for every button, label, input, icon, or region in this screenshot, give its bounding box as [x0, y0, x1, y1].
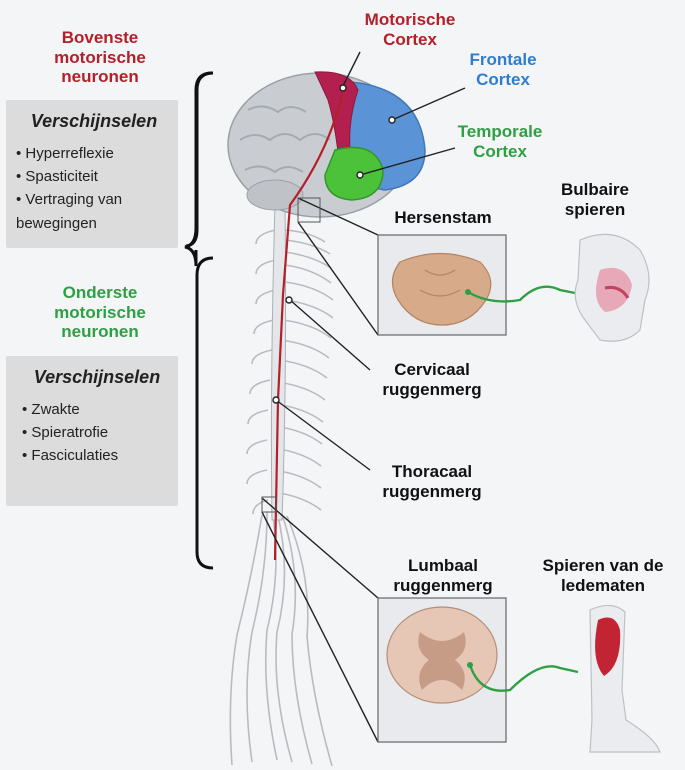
upper-bracket-full — [186, 73, 213, 246]
lower-symptom-item: Spieratrofie — [22, 421, 172, 444]
upper-symptoms-panel: Verschijnselen Hyperreflexie Spasticitei… — [6, 100, 178, 248]
cervical-label: Cervicaal ruggenmerg — [362, 360, 502, 399]
upper-symptom-item: Hyperreflexie — [16, 142, 172, 165]
upper-symptoms-heading: Verschijnselen — [16, 108, 172, 136]
limb-muscles-label: Spieren van de ledematen — [528, 556, 678, 595]
thoracic-label: Thoracaal ruggenmerg — [362, 462, 502, 501]
brain — [228, 72, 425, 217]
lower-neurons-title: Onderste motorische neuronen — [20, 283, 180, 342]
lower-bracket — [197, 258, 213, 568]
frontal-cortex-label: Frontale Cortex — [448, 50, 558, 89]
head-illustration — [575, 234, 649, 341]
temporal-cortex-region — [325, 148, 383, 201]
upper-symptom-item: Spasticiteit — [16, 165, 172, 188]
motor-cortex-label: Motorische Cortex — [355, 10, 465, 49]
upper-neurons-title: Bovenste motorische neuronen — [20, 28, 180, 87]
bulbar-muscles-label: Bulbaire spieren — [540, 180, 650, 219]
lumbar-label: Lumbaal ruggenmerg — [378, 556, 508, 595]
lower-symptoms-heading: Verschijnselen — [22, 364, 172, 392]
spinal-cord — [271, 205, 285, 520]
lower-symptom-item: Zwakte — [22, 398, 172, 421]
lower-symptoms-panel: Verschijnselen Zwakte Spieratrofie Fasci… — [6, 356, 178, 506]
brainstem-label: Hersenstam — [378, 208, 508, 228]
lower-symptom-item: Fasciculaties — [22, 444, 172, 467]
temporal-cortex-label: Temporale Cortex — [440, 122, 560, 161]
leg-illustration — [590, 605, 660, 752]
upper-symptom-item: Vertraging van bewegingen — [16, 188, 172, 235]
